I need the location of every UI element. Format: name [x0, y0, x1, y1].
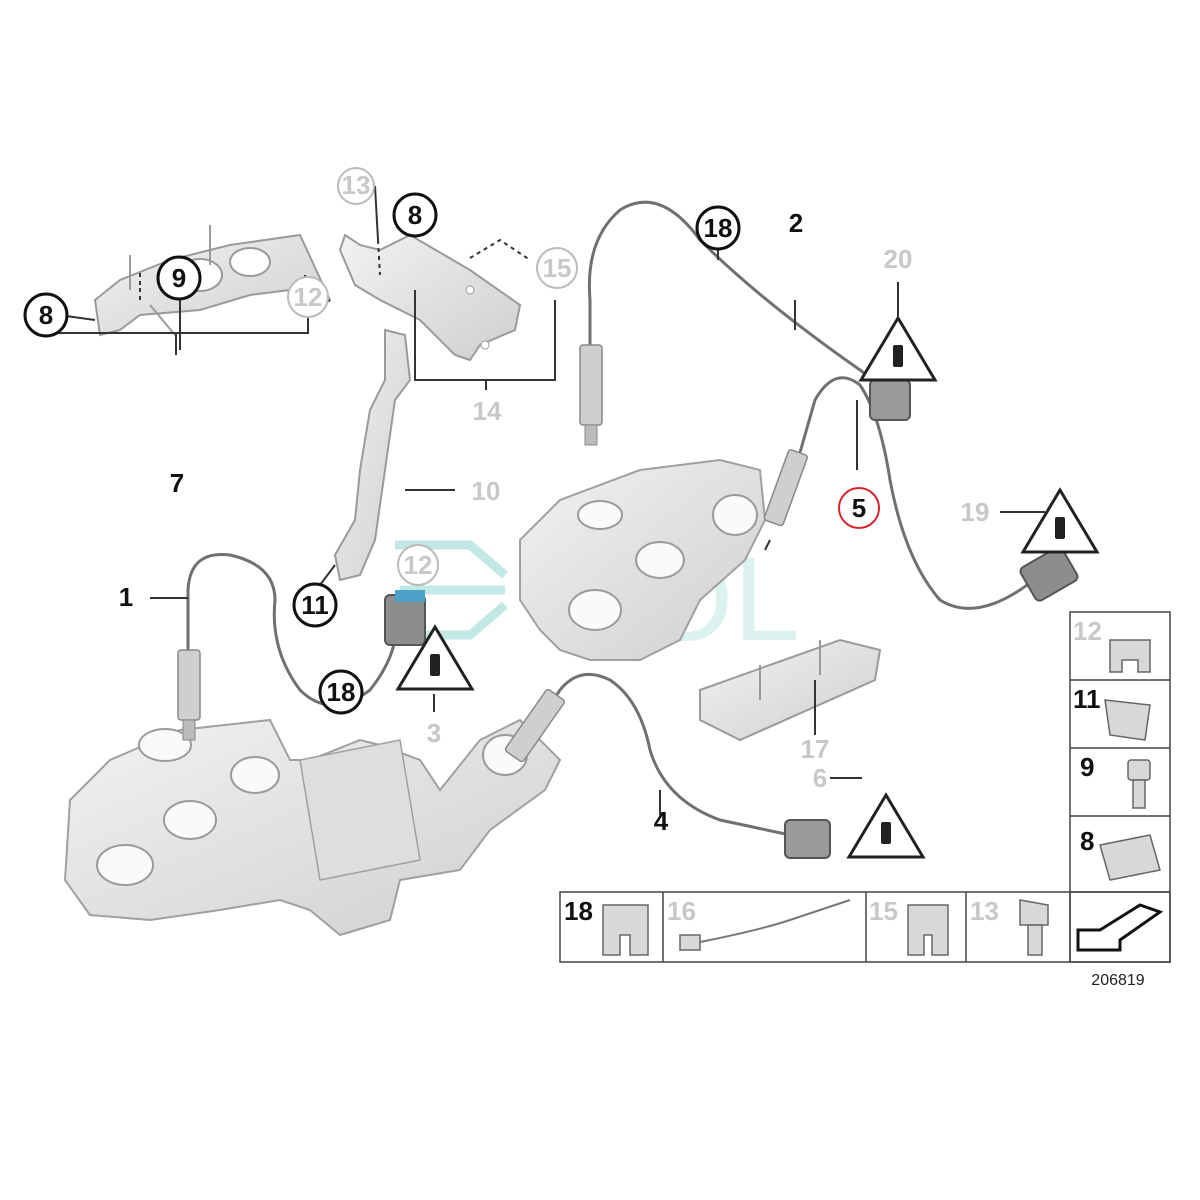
callouts: [23, 167, 880, 715]
grid-label-13: 13: [970, 896, 999, 926]
grid-label-9: 9: [1080, 752, 1094, 782]
callout-11: 11: [301, 590, 329, 620]
callout-6: 6: [813, 763, 827, 793]
callout-8-a: 8: [39, 300, 53, 330]
parts-grid: [559, 611, 1171, 963]
callout-18-a: 18: [327, 677, 356, 707]
grid-label-15: 15: [869, 896, 898, 926]
callout-2: 2: [789, 208, 803, 238]
heat-shield-front: [93, 225, 332, 337]
callout-20: 20: [884, 244, 913, 274]
diagram-number: 206819: [1091, 972, 1144, 989]
callout-17: 17: [801, 734, 830, 764]
callout-15: 15: [543, 253, 572, 283]
callout-7: 7: [170, 468, 184, 498]
callout-14: 14: [473, 396, 502, 426]
grid-label-16: 16: [667, 896, 696, 926]
callout-18-b: 18: [704, 213, 733, 243]
heat-shield-rear: [338, 233, 522, 362]
callout-12-b: 12: [404, 550, 433, 580]
grid-label-18: 18: [564, 896, 593, 926]
grid-label-8: 8: [1080, 826, 1094, 856]
parts-grid-labels: 12 11 9 8 18 16 15 13: [564, 616, 1102, 926]
oxygen-sensor-front: [177, 649, 201, 741]
grid-label-11: 11: [1073, 684, 1101, 714]
oxygen-sensor-cables: [186, 200, 1041, 837]
callout-9: 9: [172, 263, 186, 293]
callout-8-b: 8: [408, 200, 422, 230]
oxygen-sensor-4: [504, 688, 565, 763]
callout-13: 13: [342, 170, 371, 200]
cable-holder-17: [699, 638, 882, 742]
callout-labels: 1 2 3 4 5 6 7 8 8 9 10 11 12 12 13 14 15…: [39, 170, 990, 836]
grid-label-12: 12: [1073, 616, 1102, 646]
callout-19: 19: [961, 497, 990, 527]
oxygen-sensor-5: [763, 449, 808, 527]
exhaust-manifold-rear: [519, 458, 767, 661]
bracket-10: [333, 328, 412, 582]
grid-cable-16: [699, 899, 851, 943]
callout-10: 10: [472, 476, 501, 506]
plug-symbols: [430, 345, 1065, 844]
callout-4: 4: [654, 806, 669, 836]
parts-grid-icons: [602, 639, 1161, 956]
callout-1: 1: [119, 582, 133, 612]
oxygen-sensor-top: [579, 344, 603, 446]
connector-plugs: [384, 379, 1079, 859]
callout-3: 3: [427, 718, 441, 748]
arrow-icon: [1076, 903, 1164, 952]
callout-5: 5: [852, 493, 866, 523]
callout-12-a: 12: [294, 282, 323, 312]
exhaust-manifold-front: [63, 718, 562, 937]
